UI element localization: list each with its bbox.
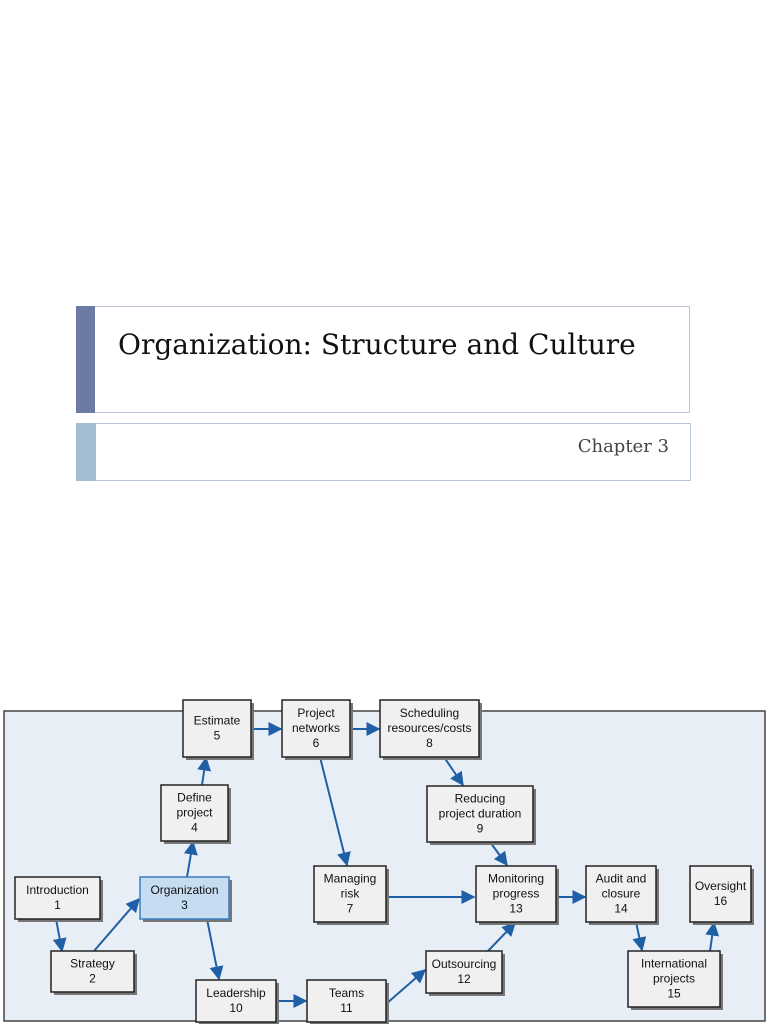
node-label: Define: [177, 791, 212, 805]
node-box: [585, 865, 657, 923]
node-box: [306, 979, 387, 1023]
node-label: 13: [509, 902, 523, 916]
node-label: Scheduling: [400, 706, 459, 720]
node-label: Monitoring: [488, 872, 544, 886]
node-box: [425, 950, 503, 994]
node-label: 6: [313, 736, 320, 750]
node-label: networks: [292, 721, 340, 735]
diagram-nodes: Introduction1Strategy2Organization3Defin…: [14, 699, 754, 1025]
node-label: Managing: [324, 872, 377, 886]
node-label: project: [176, 806, 213, 820]
node-label: 11: [340, 1001, 353, 1015]
subtitle-box: [76, 423, 691, 481]
node-label: 15: [667, 987, 681, 1001]
node-box: [426, 785, 534, 843]
node-label: Reducing: [455, 792, 506, 806]
node-box: [160, 784, 229, 842]
node-box: [182, 699, 252, 758]
node-label: Leadership: [206, 986, 266, 1000]
node-label: Introduction: [26, 883, 89, 897]
node-label: Audit and: [596, 872, 647, 886]
node-box: [627, 950, 721, 1008]
node-label: Teams: [329, 986, 364, 1000]
node-label: Estimate: [194, 714, 241, 728]
node-label: 9: [477, 822, 484, 836]
node-label: risk: [341, 887, 361, 901]
node-box: [14, 876, 101, 920]
node-box: [139, 876, 230, 920]
edge-n3-to-n4: [183, 840, 198, 878]
node-box: [195, 979, 277, 1023]
node-label: projects: [653, 972, 695, 986]
node-label: Oversight: [695, 879, 747, 893]
node-label: 8: [426, 736, 433, 750]
node-label: 16: [714, 894, 728, 908]
node-label: Strategy: [70, 957, 115, 971]
node-label: 14: [614, 902, 628, 916]
node-label: 1: [54, 898, 61, 912]
title-accent-bar: [76, 306, 95, 413]
edge-n12-to-n13: [487, 921, 516, 952]
edge-n9-to-n13: [489, 841, 508, 867]
node-label: Organization: [150, 883, 218, 897]
node-box: [379, 699, 480, 758]
slide-title: Organization: Structure and Culture: [118, 328, 636, 361]
node-label: project duration: [439, 807, 522, 821]
node-label: 3: [181, 898, 188, 912]
edge-n15-to-n16: [705, 921, 720, 952]
edge-n4-to-n5: [197, 756, 212, 786]
node-box: [689, 865, 752, 923]
title-box: [76, 306, 690, 413]
edge-n14-to-n15: [632, 921, 647, 952]
edge-n6-to-n7: [319, 756, 351, 867]
node-label: closure: [602, 887, 641, 901]
diagram-edges: [52, 722, 720, 1008]
node-box: [281, 699, 351, 758]
node-label: 7: [347, 902, 354, 916]
edge-n8-to-n9: [443, 756, 464, 787]
node-label: 5: [214, 729, 221, 743]
flow-diagram-svg: Introduction1Strategy2Organization3Defin…: [3, 699, 766, 1025]
slide-subtitle: Chapter 3: [577, 436, 669, 457]
node-label: Project: [297, 706, 335, 720]
node-box: [50, 950, 135, 993]
node-label: 4: [191, 821, 198, 835]
node-label: 10: [229, 1001, 243, 1015]
edge-n2-to-n3: [93, 897, 140, 952]
node-box: [475, 865, 557, 923]
node-label: progress: [493, 887, 540, 901]
node-label: 2: [89, 972, 96, 986]
node-label: Outsourcing: [432, 957, 497, 971]
node-label: 12: [457, 972, 471, 986]
edge-n3-to-n10: [206, 918, 224, 981]
node-label: International: [641, 957, 707, 971]
edge-n11-to-n12: [385, 969, 427, 1005]
node-label: resources/costs: [387, 721, 471, 735]
node-box: [313, 865, 387, 923]
subtitle-accent-bar: [76, 423, 96, 481]
edge-n1-to-n2: [52, 918, 67, 953]
